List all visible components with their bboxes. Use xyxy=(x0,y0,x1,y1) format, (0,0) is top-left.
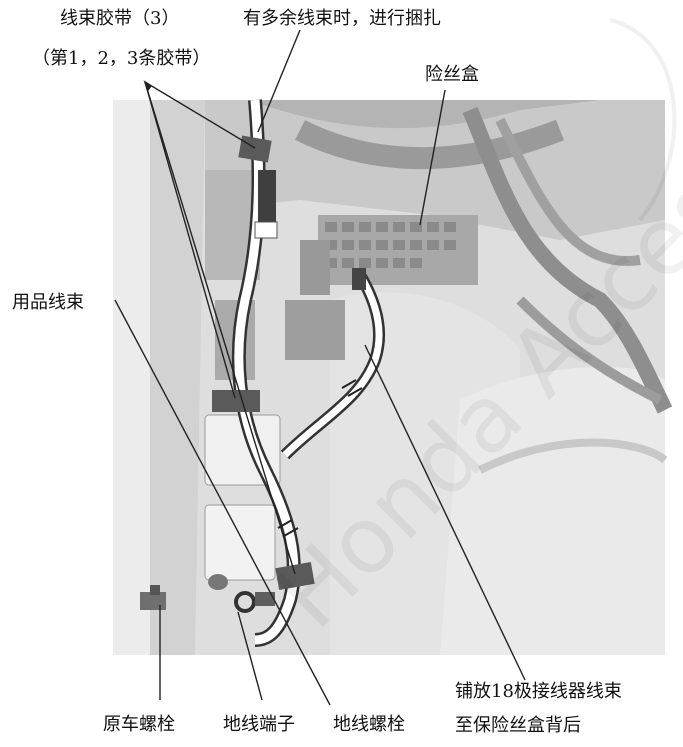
label-route-connector-line2: 至保险丝盒背后 xyxy=(455,715,581,736)
label-route-connector-line1: 铺放18极接线器线束 xyxy=(455,681,622,702)
inline-fuse-holder xyxy=(258,170,276,225)
label-bundle-excess: 有多余线束时，进行捆扎 xyxy=(243,8,441,29)
inline-fuse-cap xyxy=(254,221,278,239)
label-fuse-box: 险丝盒 xyxy=(425,64,479,85)
vehicle-interior-illustration xyxy=(113,100,673,655)
label-accessory-harness: 用品线束 xyxy=(12,292,84,313)
ground-terminal-illustration xyxy=(234,591,275,613)
label-ground-bolt: 地线螺栓 xyxy=(333,714,405,735)
label-oem-bolt: 原车螺栓 xyxy=(103,714,175,735)
leader-lines xyxy=(114,29,526,706)
label-ground-terminal: 地线端子 xyxy=(223,714,295,735)
accessory-harness-wire xyxy=(231,99,386,647)
harness-connector-18pin xyxy=(352,268,366,290)
watermark-mark xyxy=(609,18,677,222)
label-harness-tape: 线束胶带（3） xyxy=(60,8,180,29)
fuse-box-illustration xyxy=(318,215,478,285)
label-harness-tape-sub: （第1，2，3条胶带） xyxy=(32,48,211,69)
